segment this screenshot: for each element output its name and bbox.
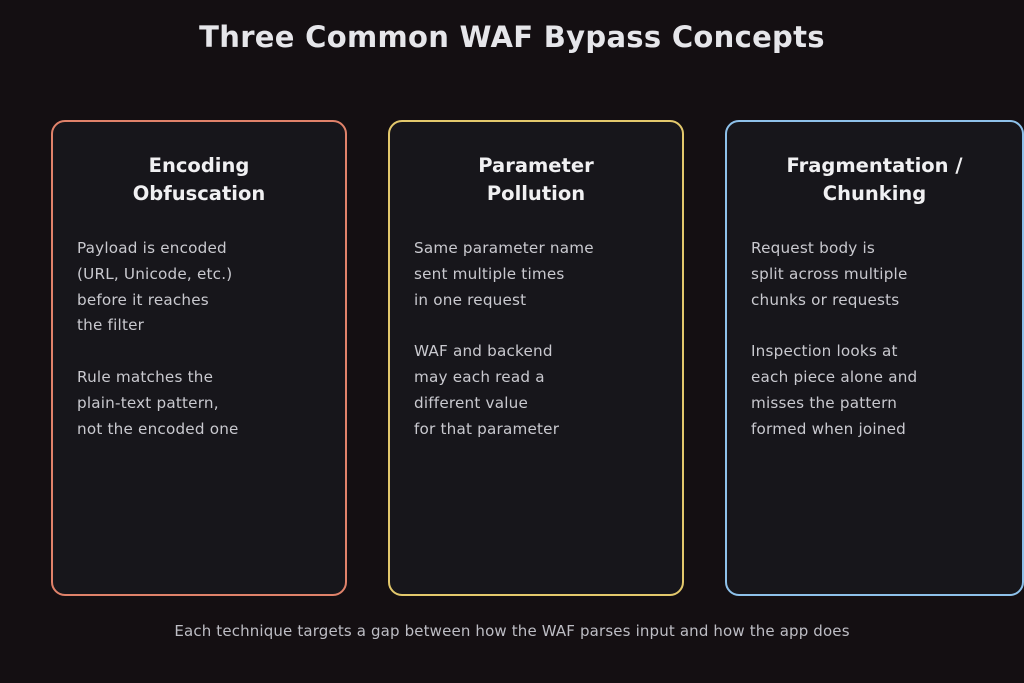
footer-note: Each technique targets a gap between how…: [174, 622, 850, 640]
card-title: Encoding Obfuscation: [132, 154, 266, 205]
card-body: Same parameter name sent multiple times …: [414, 239, 594, 438]
card-body: Request body is split across multiple ch…: [751, 239, 918, 438]
card-fragmentation-chunking: Fragmentation / Chunking Request body is…: [725, 120, 1024, 596]
page-title: Three Common WAF Bypass Concepts: [199, 20, 825, 54]
card-encoding-obfuscation: Encoding Obfuscation Payload is encoded …: [51, 120, 347, 596]
card-title: Fragmentation / Chunking: [786, 154, 963, 205]
card-title: Parameter Pollution: [478, 154, 594, 205]
card-body: Payload is encoded (URL, Unicode, etc.) …: [77, 239, 239, 438]
card-parameter-pollution: Parameter Pollution Same parameter name …: [388, 120, 684, 596]
